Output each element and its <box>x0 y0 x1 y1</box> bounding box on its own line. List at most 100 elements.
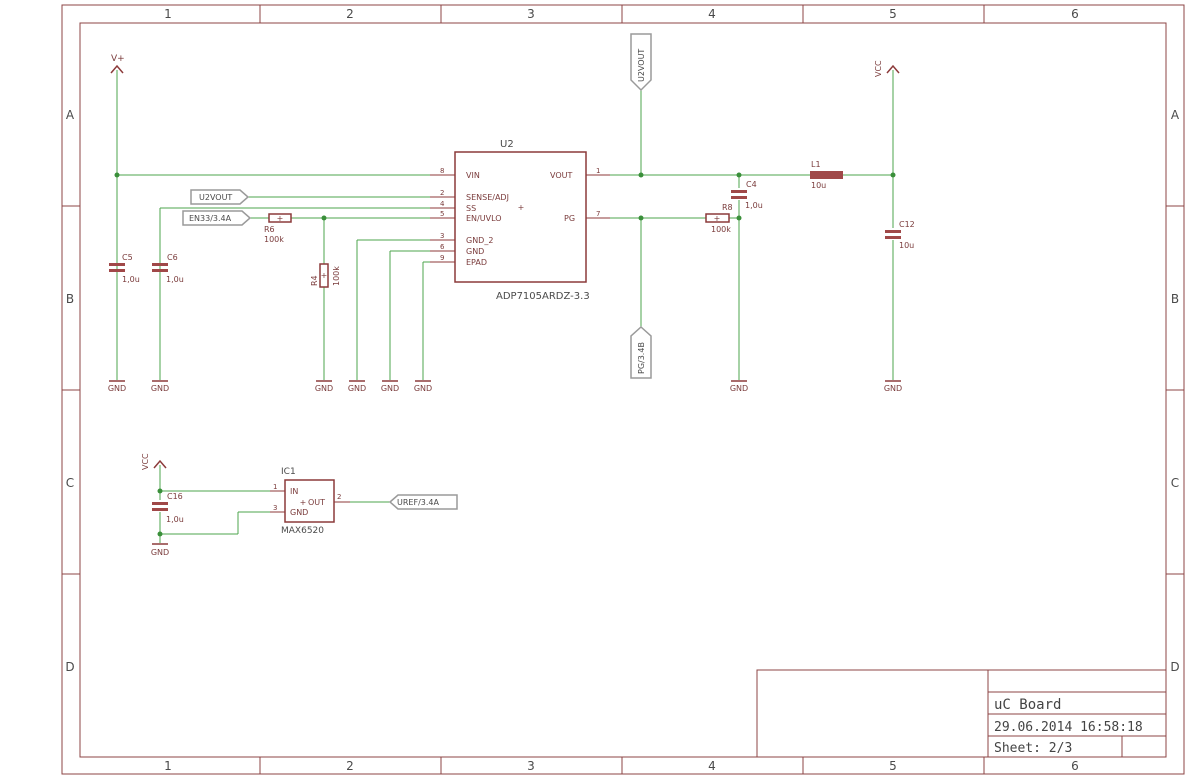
frame-col-4-bottom: 4 <box>708 759 716 773</box>
u2-pin-vout-name: VOUT <box>550 171 572 180</box>
u2-pin-en-num: 5 <box>440 210 444 218</box>
frame-col-1-top: 1 <box>164 7 172 21</box>
capacitor-c6: C6 1,0u <box>152 253 184 284</box>
r4-value: 100k <box>332 266 341 286</box>
u2-pin-epad-name: EPAD <box>466 258 487 267</box>
u2-pin-sense-num: 2 <box>440 189 444 197</box>
r8-name: R8 <box>722 203 733 212</box>
frame-row-a-right: A <box>1171 108 1180 122</box>
u2-pin-gnd-name: GND <box>466 247 484 256</box>
frame-row-b-left: B <box>66 292 74 306</box>
frame-col-2-bottom: 2 <box>346 759 354 773</box>
vcc-bottom-label: VCC <box>141 453 150 470</box>
c5-name: C5 <box>122 253 133 262</box>
ic-ic1: IC1 MAX6520 + 1 IN 3 GND 2 OUT <box>270 467 350 536</box>
l1-value: 10u <box>811 181 826 190</box>
frame-row-b-right: B <box>1171 292 1179 306</box>
gnd-label-gnd: GND <box>381 384 399 393</box>
frame-row-d-left: D <box>65 660 74 674</box>
u2-pin-ss-name: SS <box>466 204 476 213</box>
frame-row-labels: A B C D A B C D <box>65 108 1180 674</box>
frame-col-5-top: 5 <box>889 7 897 21</box>
r6-value: 100k <box>264 235 284 244</box>
capacitor-c16: C16 1,0u <box>152 492 184 524</box>
ground-labels: GND GND GND GND GND GND GND GND GND <box>108 384 902 557</box>
frame-col-1-bottom: 1 <box>164 759 172 773</box>
frame-col-6-top: 6 <box>1071 7 1079 21</box>
ic1-pin-gnd-name: GND <box>290 508 308 517</box>
net-label-pg-text: PG/3.4B <box>637 342 646 374</box>
capacitor-c4: C4 1,0u <box>731 180 763 210</box>
ic1-pin-gnd-num: 3 <box>273 504 277 512</box>
junctions <box>114 172 896 537</box>
net-label-en33-text: EN33/3.4A <box>189 214 232 223</box>
title-block-sheet: Sheet: 2/3 <box>994 741 1072 756</box>
c12-name: C12 <box>899 220 915 229</box>
drawing-frame <box>61 4 1185 775</box>
net-label-u2vout-top-text: U2VOUT <box>637 49 646 82</box>
vcc-supply-top: VCC <box>874 60 900 77</box>
svg-text:+: + <box>300 498 307 507</box>
gnd-label-c5: GND <box>108 384 126 393</box>
c6-name: C6 <box>167 253 178 262</box>
frame-col-4-top: 4 <box>708 7 716 21</box>
u2-pin-pg-num: 7 <box>596 210 600 218</box>
net-label-en33: EN33/3.4A <box>182 210 252 226</box>
gnd-label-gnd2: GND <box>348 384 366 393</box>
u2-pin-ss-num: 4 <box>440 200 445 208</box>
svg-text:+: + <box>714 214 721 223</box>
capacitor-c5: C5 1,0u <box>109 253 140 284</box>
ground-symbols <box>109 380 901 545</box>
u2-pin-en-name: EN/UVLO <box>466 214 502 223</box>
frame-row-c-left: C <box>66 476 74 490</box>
title-block-title: uC Board <box>994 697 1061 713</box>
net-label-pg: PG/3.4B <box>630 325 652 379</box>
title-block-datetime: 29.06.2014 16:58:18 <box>994 720 1143 735</box>
vcc-supply-bottom: VCC <box>141 453 167 470</box>
c12-value: 10u <box>899 241 914 250</box>
svg-text:+: + <box>277 214 284 223</box>
gnd-label-c16: GND <box>151 548 169 557</box>
u2-pin-gnd2-name: GND_2 <box>466 236 493 245</box>
ic1-pin-out-name: OUT <box>308 498 325 507</box>
c6-value: 1,0u <box>166 275 184 284</box>
u2-pin-vout-num: 1 <box>596 167 600 175</box>
u2-pin-gnd2-num: 3 <box>440 232 444 240</box>
resistor-r8: + R8 100k <box>705 203 733 234</box>
frame-row-a-left: A <box>66 108 75 122</box>
l1-name: L1 <box>811 160 821 169</box>
gnd-label-r4: GND <box>315 384 333 393</box>
ic1-name: IC1 <box>281 467 296 477</box>
resistor-r4: + R4 100k <box>310 263 341 288</box>
c4-value: 1,0u <box>745 201 763 210</box>
ic1-pin-in-name: IN <box>290 487 298 496</box>
net-label-uref-text: UREF/3.4A <box>397 498 439 507</box>
vplus-label: V+ <box>111 54 125 64</box>
u2-pin-epad-num: 9 <box>440 254 444 262</box>
u2-value: ADP7105ARDZ-3.3 <box>496 291 590 302</box>
c5-value: 1,0u <box>122 275 140 284</box>
ic1-value: MAX6520 <box>281 526 324 536</box>
frame-col-5-bottom: 5 <box>889 759 897 773</box>
frame-col-3-bottom: 3 <box>527 759 535 773</box>
net-label-u2vout-top: U2VOUT <box>630 33 652 92</box>
gnd-label-epad: GND <box>414 384 432 393</box>
vplus-supply: V+ <box>110 54 125 74</box>
svg-text:+: + <box>518 203 525 212</box>
frame-row-d-right: D <box>1170 660 1179 674</box>
r4-name: R4 <box>310 275 319 286</box>
u2-pin-sense-name: SENSE/ADJ <box>466 193 509 202</box>
c16-value: 1,0u <box>166 515 184 524</box>
frame-column-labels: 1 2 3 4 5 6 1 2 3 4 5 6 <box>164 7 1079 773</box>
c16-name: C16 <box>167 492 183 501</box>
u2-name: U2 <box>500 139 514 150</box>
gnd-label-c12: GND <box>884 384 902 393</box>
c4-name: C4 <box>746 180 757 189</box>
ic1-pin-in-num: 1 <box>273 483 277 491</box>
resistor-r6: + R6 100k <box>264 213 292 244</box>
gnd-label-c6: GND <box>151 384 169 393</box>
ic-u2: U2 ADP7105ARDZ-3.3 + 8 VIN 2 SENSE/ADJ 4… <box>430 139 610 302</box>
u2-pin-pg-name: PG <box>564 214 575 223</box>
title-block <box>756 669 1167 758</box>
